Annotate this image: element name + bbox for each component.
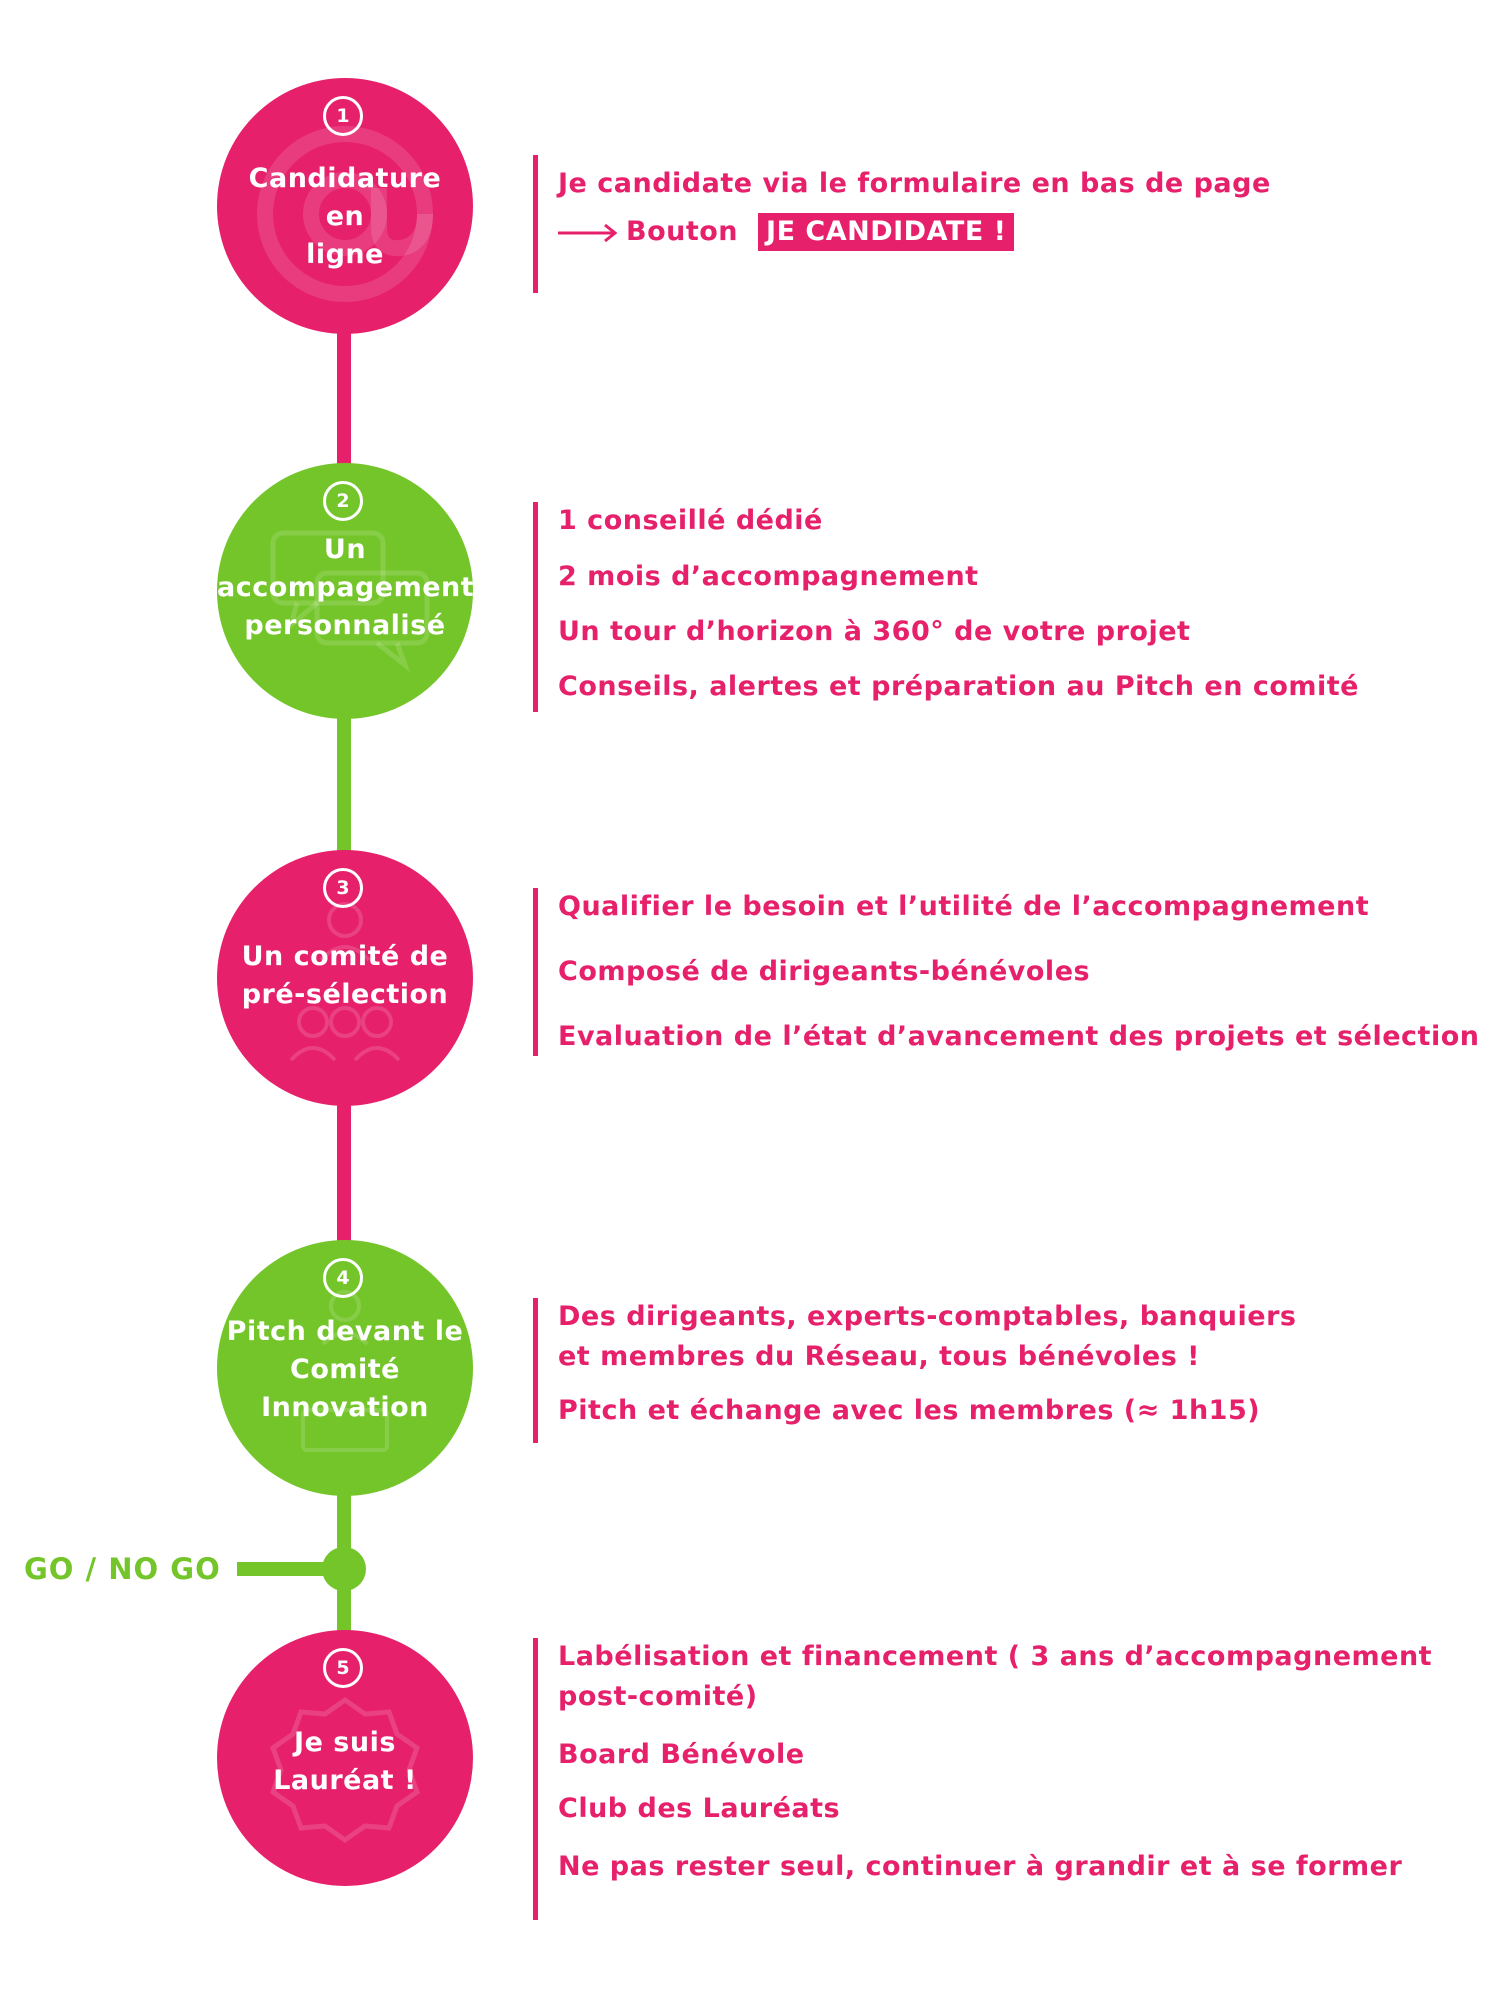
step-2-line-2: 2 mois d’accompagnement <box>558 561 979 592</box>
step-1-title-line-1: Candidature <box>248 163 442 194</box>
arrow-right-icon <box>558 223 618 242</box>
step-2-line-1: 1 conseillé dédié <box>558 505 823 536</box>
step-3-title-line-1: Un comité de <box>241 941 449 972</box>
step-1-title-line-2: en <box>325 201 365 232</box>
step-2-circle: 2 Un accompagement personnalisé <box>217 463 473 719</box>
step-5-line-1: Labélisation et financement ( 3 ans d’ac… <box>558 1641 1433 1672</box>
step-1-circle: 1 Candidature en ligne <box>217 78 473 334</box>
step-3-line-3: Evaluation de l’état d’avancement des pr… <box>558 1021 1480 1052</box>
step-2-line-3: Un tour d’horizon à 360° de votre projet <box>558 616 1191 647</box>
step-2-title-line-2: accompagement <box>217 572 473 603</box>
decision-node <box>322 1547 366 1591</box>
step-4-number: 4 <box>323 1258 363 1298</box>
step-1-description: Je candidate via le formulaire en bas de… <box>533 155 1270 293</box>
step-1-number: 1 <box>323 96 363 136</box>
step-5-line-5: Ne pas rester seul, continuer à grandir … <box>558 1851 1403 1882</box>
step-3-description: Qualifier le besoin et l’utilité de l’ac… <box>533 888 1479 1056</box>
step-1-line-1: Je candidate via le formulaire en bas de… <box>558 168 1271 199</box>
step-5-circle: 5 Je suis Lauréat ! <box>217 1630 473 1886</box>
step-5-title-line-2: Lauréat ! <box>273 1765 417 1796</box>
connector-line-3-4 <box>337 1105 351 1245</box>
step-5-title-line-1: Je suis <box>294 1727 396 1758</box>
step-2-description: 1 conseillé dédié 2 mois d’accompagnemen… <box>533 502 1359 712</box>
step-4-line-3: Pitch et échange avec les membres (≈ 1h1… <box>558 1395 1261 1426</box>
step-2-number: 2 <box>323 481 363 521</box>
decision-label: GO / NO GO <box>24 1552 221 1586</box>
step-4-title-line-1: Pitch devant le <box>226 1316 464 1347</box>
step-4-circle: 4 Pitch devant le Comité Innovation <box>217 1240 473 1496</box>
step-4-title-line-3: Innovation <box>261 1392 429 1423</box>
step-2-line-4: Conseils, alertes et préparation au Pitc… <box>558 671 1359 702</box>
decision-branch-line <box>237 1562 337 1576</box>
step-4-line-1: Des dirigeants, experts-comptables, banq… <box>558 1301 1297 1332</box>
step-5-number: 5 <box>323 1648 363 1688</box>
step-3-line-2: Composé de dirigeants-bénévoles <box>558 956 1091 987</box>
step-3-title-line-2: pré-sélection <box>241 979 449 1010</box>
step-5-line-4: Club des Lauréats <box>558 1793 841 1824</box>
step-5-description: Labélisation et financement ( 3 ans d’ac… <box>533 1638 1432 1920</box>
step-1-cta-prefix: Bouton <box>626 216 739 247</box>
connector-line-2-3 <box>337 715 351 855</box>
step-2-title-line-3: personnalisé <box>244 610 446 641</box>
step-1-cta-line: Bouton JE CANDIDATE ! <box>558 213 1015 251</box>
step-3-number: 3 <box>323 868 363 908</box>
step-4-line-2: et membres du Réseau, tous bénévoles ! <box>558 1341 1200 1372</box>
step-4-title-line-2: Comité <box>290 1354 400 1385</box>
connector-line-1-2 <box>337 330 351 470</box>
step-5-line-2: post-comité) <box>558 1681 758 1712</box>
step-3-line-1: Qualifier le besoin et l’utilité de l’ac… <box>558 891 1370 922</box>
step-4-description: Des dirigeants, experts-comptables, banq… <box>533 1298 1296 1443</box>
step-5-line-3: Board Bénévole <box>558 1739 805 1770</box>
je-candidate-button[interactable]: JE CANDIDATE ! <box>758 213 1015 251</box>
step-2-title-line-1: Un <box>323 534 367 565</box>
step-3-circle: 3 Un comité de pré-sélection <box>217 850 473 1106</box>
step-1-title-line-3: ligne <box>306 239 384 270</box>
